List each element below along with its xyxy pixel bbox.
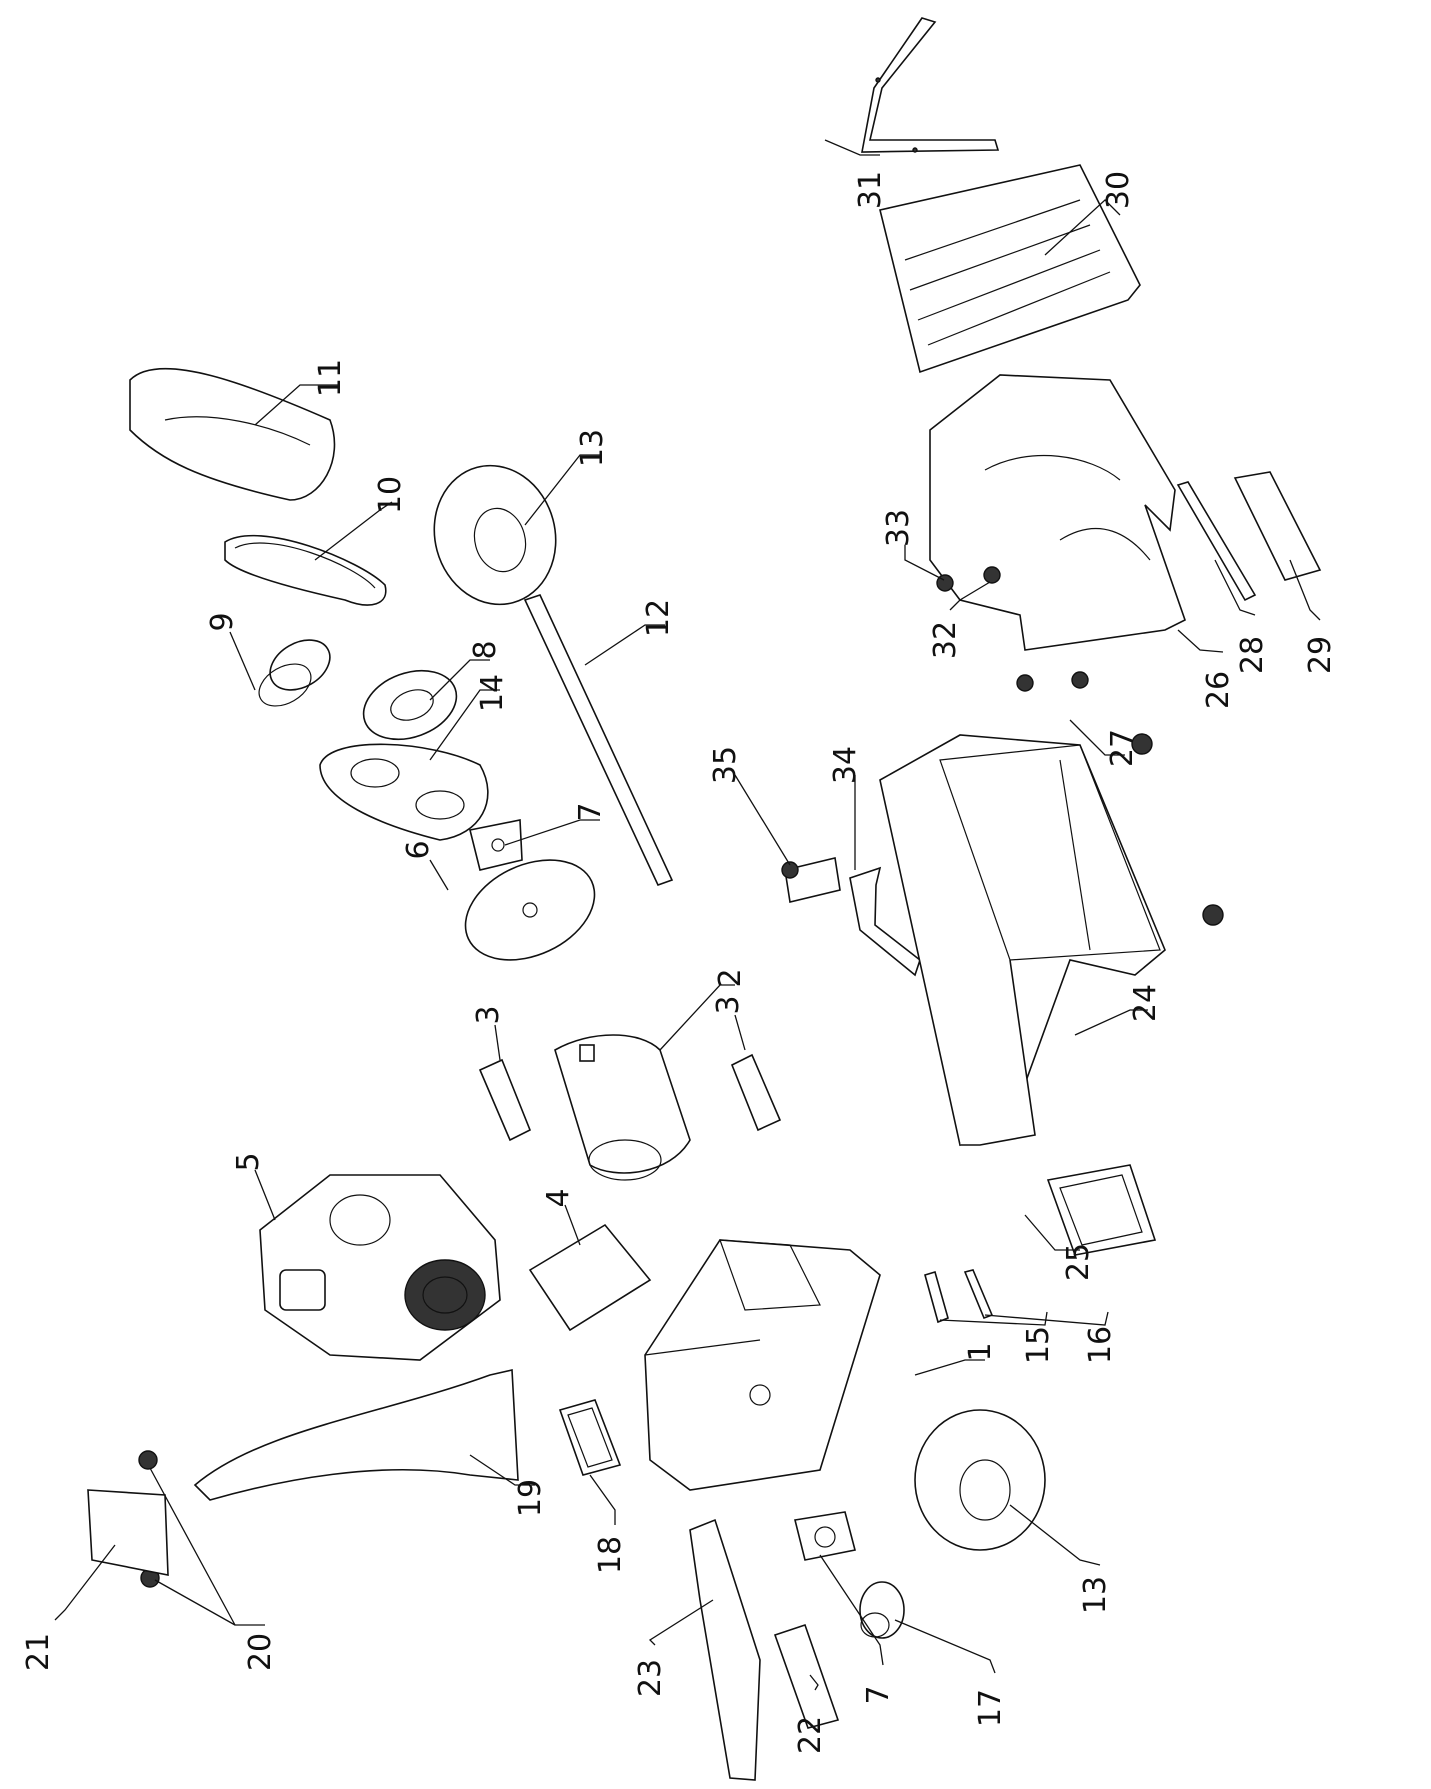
label-17: 17 [973,1689,1008,1727]
label-11: 11 [313,359,348,397]
part-7-bearing-bottom [794,1511,856,1561]
part-30-plate [879,164,1141,374]
label-5: 5 [231,1152,266,1171]
label-2: 2 [713,968,748,987]
label-27: 27 [1105,729,1140,767]
leader-lines [54,139,1321,1691]
label-31: 31 [853,171,888,209]
part-2-rotor [554,1034,691,1181]
label-34: 34 [828,746,863,784]
part-23-leg [689,1518,761,1781]
part-1-housing [644,1239,881,1491]
part-17-cap [859,1581,905,1639]
part-34-bracket [849,866,921,977]
part-27-bushing [1131,733,1224,926]
label-14: 14 [475,674,510,712]
label-20: 20 [243,1633,278,1671]
label-13-bottom: 13 [1078,1576,1113,1614]
part-28-strip [1176,481,1257,602]
part-9-pulley [258,639,331,707]
part-13-wheel-bottom [914,1409,1046,1551]
part-18-gasket [558,1399,622,1476]
part-12-shaft [523,594,674,886]
part-16-strip [963,1269,994,1320]
label-1: 1 [963,1342,998,1361]
part-6-disc [464,859,596,961]
part-13-wheel-top [433,464,557,606]
label-16: 16 [1083,1326,1118,1364]
part-19-discharge-chute [193,1369,519,1501]
label-13-top: 13 [575,429,610,467]
part-8-pulley [362,669,458,741]
label-32: 32 [928,621,963,659]
label-3-right: 3 [711,995,746,1014]
part-11-belt-guard [129,367,336,501]
label-18: 18 [593,1536,628,1574]
label-7-bottom: 7 [861,1685,896,1704]
part-35-bearing [781,857,841,903]
part-26-guard [929,374,1186,651]
label-15: 15 [1021,1326,1056,1364]
part-25-gasket [1046,1164,1157,1256]
part-14-plate [319,743,489,841]
part-29-plate [1233,471,1322,581]
part-5-engine [259,1174,501,1361]
part-21-flap [87,1489,169,1576]
label-7-top: 7 [573,802,608,821]
label-9: 9 [205,612,240,631]
label-30: 30 [1101,171,1136,209]
label-26: 26 [1201,671,1236,709]
part-3-blade-right [730,1053,782,1132]
part-7-bearing-top [469,819,523,871]
part-33-nut [936,574,1034,692]
part-4-plate [528,1223,652,1332]
part-3-blade-left [478,1058,532,1142]
label-29: 29 [1303,636,1338,674]
label-6: 6 [401,840,436,859]
part-10-belt [224,534,387,606]
label-23: 23 [633,1659,668,1697]
label-21: 21 [21,1633,56,1671]
label-28: 28 [1235,636,1270,674]
label-35: 35 [708,746,743,784]
part-22-block [773,1623,840,1729]
label-33: 33 [881,509,916,547]
label-4: 4 [541,1188,576,1207]
part-15-strip [924,1271,949,1324]
label-10: 10 [373,476,408,514]
label-8: 8 [468,640,503,659]
label-3-left: 3 [471,1005,506,1024]
label-19: 19 [513,1479,548,1517]
label-12: 12 [641,599,676,637]
part-24-hopper [879,734,1166,1147]
part-32-nut [983,566,1089,689]
label-25: 25 [1061,1243,1096,1281]
label-22: 22 [793,1716,828,1754]
part-31-bracket [861,17,1000,153]
part-labels: 11 10 13 9 8 14 12 7 6 35 34 3 3 2 5 4 1… [21,171,1338,1754]
label-24: 24 [1128,984,1163,1022]
